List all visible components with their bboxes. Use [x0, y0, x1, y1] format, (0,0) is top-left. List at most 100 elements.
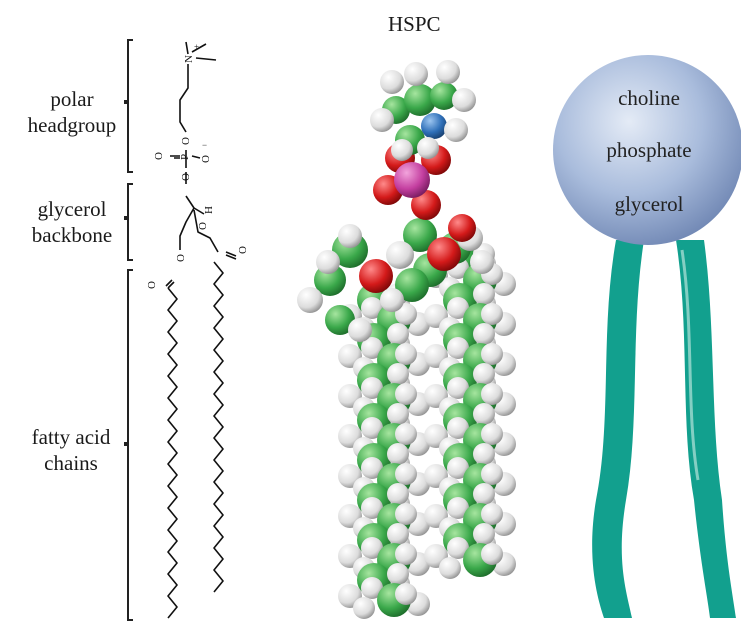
choline-bonds [179, 64, 189, 133]
atom-labels: N + O O P O − O H O O O O [146, 42, 249, 289]
hydrogen-atom-69 [395, 543, 417, 565]
atom-o-ester1: O [175, 254, 187, 262]
hydrogen-atom-139 [481, 463, 503, 485]
carbon-atom-164 [325, 305, 355, 335]
hydrogen-atom-43 [361, 457, 383, 479]
atom-o-carbonyl2: O [237, 246, 249, 254]
glycerol-label-line2: backbone [31, 223, 113, 247]
chain1-zigzag [167, 287, 178, 619]
glycerol-bracket [124, 183, 133, 261]
atom-o-double: O [153, 152, 165, 160]
hydrogen-atom-188 [380, 70, 404, 94]
atom-o-carbonyl1: O [146, 281, 158, 289]
hydrogen-atom-144 [473, 483, 495, 505]
atom-p: P [179, 154, 191, 160]
hydrogen-atom-191 [452, 88, 476, 112]
carbon-atom-166 [403, 218, 437, 252]
hydrogen-atom-124 [473, 403, 495, 425]
hydrogen-atom-63 [361, 537, 383, 559]
hydrogen-atom-129 [481, 423, 503, 445]
hydrogen-atom-149 [481, 503, 503, 525]
hydrogen-atom-104 [473, 323, 495, 345]
hydrogen-atom-59 [395, 503, 417, 525]
hydrogen-atom-154 [473, 523, 495, 545]
carbon-atom-185 [430, 82, 458, 110]
hydrogen-atom-93 [447, 297, 469, 319]
hydrogen-atom-113 [447, 377, 469, 399]
hydrogen-atom-44 [387, 443, 409, 465]
hydrogen-atom-189 [404, 62, 428, 86]
schematic-tail-left [592, 240, 644, 618]
carbon-atom-184 [404, 84, 436, 116]
oxygen-atom-172 [359, 259, 393, 293]
oxygen-atom-181 [411, 190, 441, 220]
diagram-title: HSPC [388, 12, 441, 36]
hydrogen-atom-103 [447, 337, 469, 359]
hydrogen-atom-175 [380, 288, 404, 312]
hydrogen-atom-14 [387, 323, 409, 345]
schematic-tail-right [676, 240, 736, 618]
polar-label-line2: headgroup [27, 113, 117, 137]
fatty-acid-chains-label: fatty acid chains [8, 424, 134, 476]
skeletal-structure [165, 41, 237, 619]
hydrogen-atom-49 [395, 463, 417, 485]
hydrogen-atom-94 [473, 283, 495, 305]
hydrogen-atom-159 [481, 543, 503, 565]
hydrogen-atom-165 [348, 318, 372, 342]
hydrogen-atom-78 [353, 597, 375, 619]
hydrogen-atom-33 [361, 417, 383, 439]
fatty-label-line1: fatty acid [31, 425, 111, 449]
polar-headgroup-label: polar headgroup [14, 86, 130, 138]
atom-n: N [183, 55, 195, 63]
schematic-label-phosphate: phosphate [606, 138, 692, 162]
hydrogen-atom-171 [470, 250, 494, 274]
hydrogen-atom-192 [370, 108, 394, 132]
hydrogen-atom-114 [473, 363, 495, 385]
hydrogen-atom-163 [316, 250, 340, 274]
hydrogen-atom-19 [395, 343, 417, 365]
hydrogen-atom-24 [387, 363, 409, 385]
hydrogen-atom-162 [297, 287, 323, 313]
region-brackets [124, 39, 133, 621]
hydrogen-atom-109 [481, 343, 503, 365]
fatty-bracket [124, 269, 133, 621]
n-methyl-bonds [185, 41, 217, 61]
carbonyl2-bond [225, 251, 237, 260]
hydrogen-atom-9 [395, 303, 417, 325]
hydrogen-atom-74 [387, 563, 409, 585]
atom-o-link: O [180, 173, 192, 181]
hydrogen-atom-64 [387, 523, 409, 545]
space-filling-model [297, 60, 516, 619]
hydrogen-atom-123 [447, 417, 469, 439]
carbon-atom-174 [395, 268, 429, 302]
hydrogen-atom-119 [481, 383, 503, 405]
hydrogen-atom-3 [361, 297, 383, 319]
hydrogen-atom-167 [386, 241, 414, 269]
atom-plus: + [194, 42, 199, 52]
hydrogen-atom-158 [439, 557, 461, 579]
glycerol-backbone-label: glycerol backbone [14, 196, 130, 248]
atom-o1: O [180, 137, 192, 145]
hydrogen-atom-34 [387, 403, 409, 425]
schematic-tail-highlight [680, 249, 700, 481]
hydrogen-atom-23 [361, 377, 383, 399]
hydrogen-atom-99 [481, 303, 503, 325]
hydrogen-atom-194 [391, 139, 413, 161]
hydrogen-atom-190 [436, 60, 460, 84]
hydrogen-atom-133 [447, 457, 469, 479]
phosphorus-atom-182 [394, 162, 430, 198]
hydrogen-atom-177 [338, 224, 362, 248]
schematic-label-glycerol: glycerol [614, 192, 684, 216]
hydrogen-atom-134 [473, 443, 495, 465]
schematic-label-choline: choline [618, 86, 680, 110]
hydrogen-atom-153 [447, 537, 469, 559]
hydrogen-atom-143 [447, 497, 469, 519]
chain2-zigzag [213, 261, 224, 593]
glycerol-label-line1: glycerol [37, 197, 107, 221]
carbonyl1-bond [165, 279, 175, 289]
atom-h: H [203, 206, 215, 214]
atom-o-ester2: O [197, 222, 209, 230]
hydrogen-atom-29 [395, 383, 417, 405]
hydrogen-atom-193 [444, 118, 468, 142]
atom-minus: − [202, 140, 207, 150]
